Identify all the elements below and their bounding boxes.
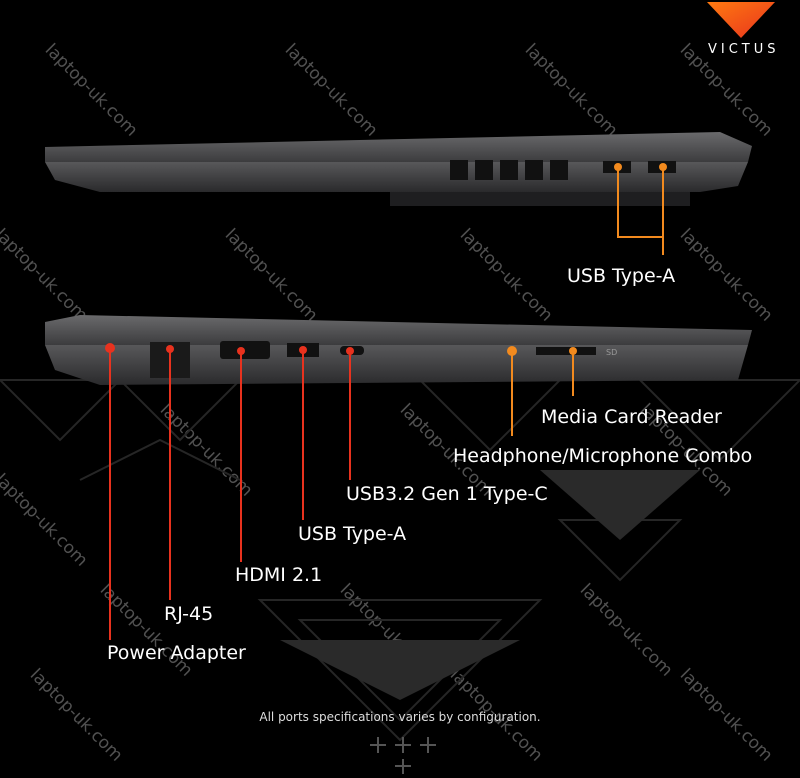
label-usb-type-a-top: USB Type-A bbox=[567, 265, 676, 287]
label-power-adapter: Power Adapter bbox=[107, 642, 246, 664]
laptop-top-view bbox=[45, 132, 752, 255]
label-usb-type-c: USB3.2 Gen 1 Type-C bbox=[346, 483, 548, 505]
sd-marking: SD bbox=[606, 348, 617, 357]
brand-name: VICTUS bbox=[708, 42, 780, 57]
victus-logo-icon bbox=[707, 2, 775, 38]
label-media-card-reader: Media Card Reader bbox=[541, 406, 722, 428]
label-rj45: RJ-45 bbox=[164, 603, 214, 625]
label-usb-type-a: USB Type-A bbox=[298, 523, 407, 545]
label-headphone-combo: Headphone/Microphone Combo bbox=[453, 445, 753, 467]
laptop-side-view: SD bbox=[45, 315, 752, 640]
plus-decoration bbox=[370, 737, 436, 774]
footnote: All ports specifications varies by confi… bbox=[259, 710, 541, 724]
label-hdmi: HDMI 2.1 bbox=[235, 564, 323, 586]
